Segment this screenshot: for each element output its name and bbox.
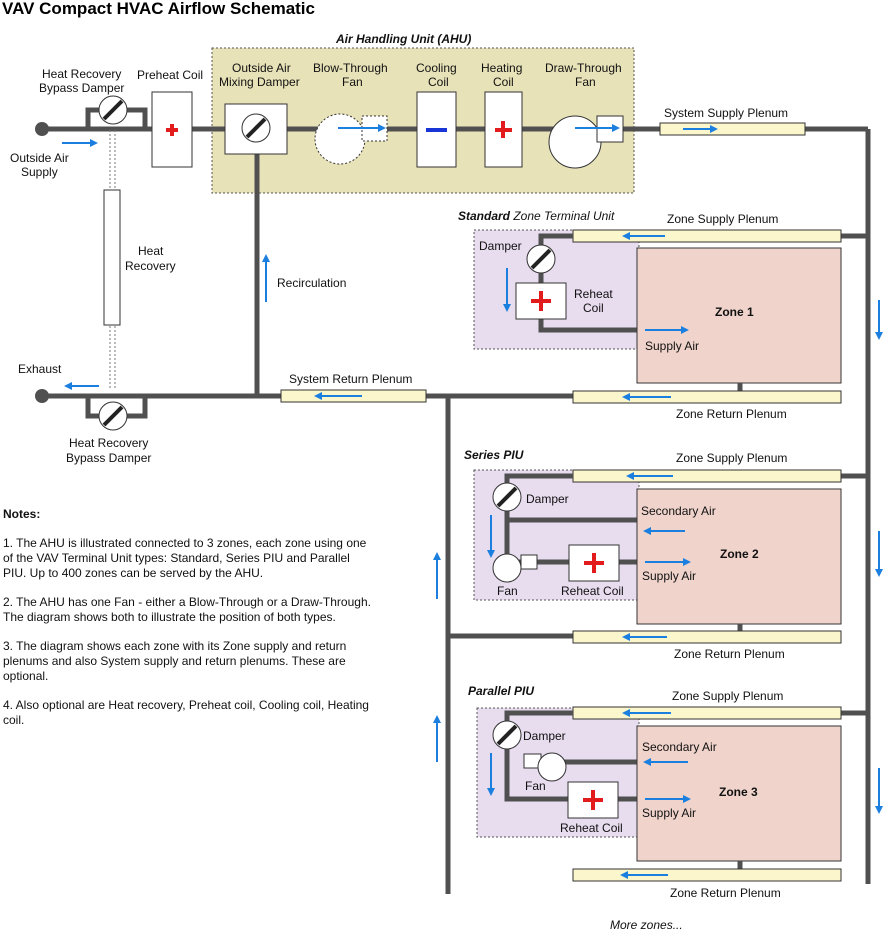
exhaust-label: Exhaust (18, 362, 62, 376)
zone-3-unit-label: Parallel PIU (468, 684, 534, 698)
zone-1-supply-plenum (572, 229, 842, 243)
zone-3-damper-label: Damper (523, 729, 566, 743)
heating-coil-label-1: Heating (481, 61, 522, 75)
ahu-label: Air Handling Unit (AHU) (335, 32, 471, 46)
zone-1-reheat-label-2: Coil (583, 301, 604, 315)
cooling-coil-label-2: Coil (428, 75, 449, 89)
outside-air-inlet-icon (35, 122, 49, 136)
mixing-damper-label-2: Mixing Damper (219, 75, 300, 89)
heat-recovery-label-2: Recovery (125, 259, 176, 273)
zone-1-unit-label: Standard Zone Terminal Unit (458, 209, 615, 223)
zone-3-fan-label: Fan (525, 779, 546, 793)
bypass-damper-top-label-1: Heat Recovery (42, 67, 121, 81)
blow-through-fan-label-2: Fan (342, 75, 363, 89)
note-1: 1. The AHU is illustrated connected to 3… (3, 536, 367, 580)
more-zones-label: More zones... (610, 918, 683, 930)
zone-3-return-plenum-label: Zone Return Plenum (670, 886, 781, 900)
system-return-plenum-label: System Return Plenum (289, 372, 412, 386)
bypass-damper-bottom-label-2: Bypass Damper (66, 451, 151, 465)
system-supply-plenum (659, 122, 806, 136)
system-supply-plenum-label: System Supply Plenum (664, 106, 788, 120)
zone-2-supply-air-label: Supply Air (642, 569, 696, 583)
zone-2-fan-icon (492, 553, 538, 583)
zone-3-room (636, 725, 842, 862)
zone-3-reheat-label: Reheat Coil (560, 821, 623, 835)
zone-1-room (636, 247, 842, 384)
zone-3-fan-icon (523, 752, 567, 782)
recirculation-label: Recirculation (277, 276, 346, 290)
draw-through-fan-label-1: Draw-Through (545, 61, 622, 75)
blow-through-fan-icon (314, 113, 388, 165)
mixing-damper-label-1: Outside Air (232, 61, 291, 75)
zone-1-damper-icon (526, 244, 556, 274)
bypass-damper-top-icon (98, 95, 128, 125)
zone-1-supply-plenum-label: Zone Supply Plenum (667, 212, 778, 226)
notes-panel: Notes: 1. The AHU is illustrated connect… (3, 507, 373, 742)
zone-2-damper-icon (492, 482, 522, 512)
zone-2-room (636, 488, 842, 625)
zone-2-label: Zone 2 (720, 547, 759, 561)
note-4: 4. Also optional are Heat recovery, Preh… (3, 698, 369, 727)
zone-3-supply-plenum-label: Zone Supply Plenum (672, 689, 783, 703)
zone-1-label: Zone 1 (715, 305, 754, 319)
heat-recovery-label-1: Heat (138, 244, 164, 258)
notes-heading: Notes: (3, 507, 41, 521)
zone-1-return-plenum-label: Zone Return Plenum (676, 407, 787, 421)
zone-2-return-plenum (572, 630, 842, 644)
zone-1-reheat-label-1: Reheat (574, 287, 613, 301)
cooling-coil-label-1: Cooling (416, 61, 457, 75)
zone-2-damper-label: Damper (526, 492, 569, 506)
zone-2-secondary-air-label: Secondary Air (641, 504, 716, 518)
outside-air-label-2: Supply (21, 165, 58, 179)
zone-3-secondary-air-label: Secondary Air (642, 740, 717, 754)
zone-3-damper-icon (492, 720, 522, 750)
exhaust-outlet-icon (35, 389, 49, 403)
zone-3-section: Parallel PIU Zone Supply Plenum Damper F… (468, 684, 868, 900)
heating-coil-label-2: Coil (493, 75, 514, 89)
zone-1-return-plenum (572, 390, 842, 404)
zone-1-supply-air-label: Supply Air (645, 339, 699, 353)
zone-3-return-plenum (572, 868, 842, 882)
bypass-damper-bottom-label-1: Heat Recovery (69, 436, 148, 450)
note-2: 2. The AHU has one Fan - either a Blow-T… (3, 595, 371, 624)
zone-2-unit-label: Series PIU (464, 448, 524, 462)
page-title: VAV Compact HVAC Airflow Schematic (2, 0, 315, 18)
zone-2-fan-label: Fan (497, 584, 518, 598)
bypass-damper-top-label-2: Bypass Damper (39, 81, 124, 95)
bypass-damper-bottom-icon (98, 401, 128, 431)
zone-2-reheat-label: Reheat Coil (561, 584, 624, 598)
zone-2-section: Series PIU Zone Supply Plenum Damper Fan… (464, 448, 868, 661)
preheat-coil-label: Preheat Coil (137, 68, 203, 82)
heat-recovery-icon (103, 189, 121, 326)
blow-through-fan-label-1: Blow-Through (313, 61, 388, 75)
zone-2-return-plenum-label: Zone Return Plenum (674, 647, 785, 661)
zone-3-supply-air-label: Supply Air (642, 806, 696, 820)
zone-1-damper-label: Damper (479, 239, 522, 253)
zone-2-supply-plenum (572, 469, 842, 483)
note-3: 3. The diagram shows each zone with its … (3, 639, 347, 683)
zone-2-supply-plenum-label: Zone Supply Plenum (676, 451, 787, 465)
mixing-damper-icon (241, 113, 271, 143)
zone-3-label: Zone 3 (719, 785, 758, 799)
zone-3-supply-plenum (572, 706, 842, 720)
outside-air-label-1: Outside Air (10, 151, 69, 165)
draw-through-fan-label-2: Fan (575, 75, 596, 89)
zone-1-section: Standard Zone Terminal Unit Zone Supply … (458, 209, 868, 421)
